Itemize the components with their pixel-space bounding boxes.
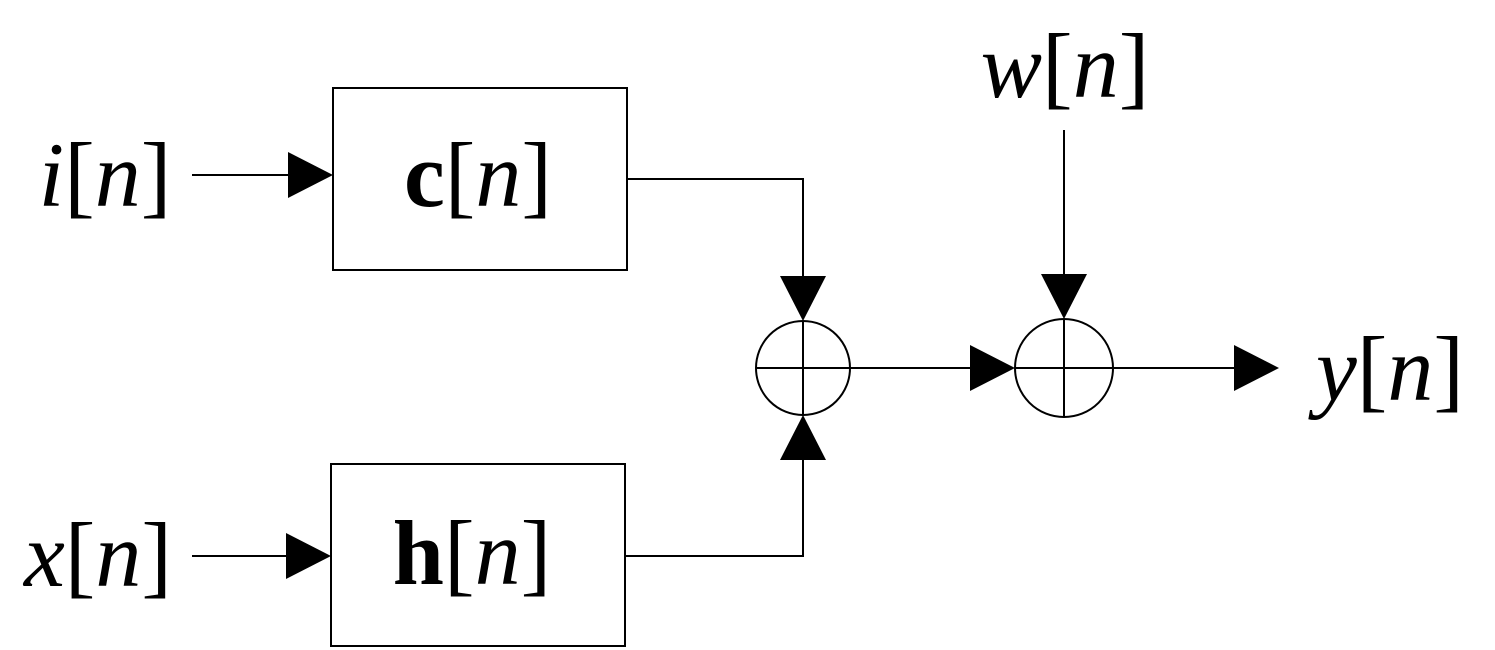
wire-w-to-sum2 [1041, 130, 1087, 319]
wire-c-to-sum1 [627, 178, 826, 321]
c-block [332, 87, 628, 271]
summing-junction-1 [755, 320, 851, 416]
wire-i-to-c [192, 152, 333, 198]
arrow-head [286, 533, 331, 579]
block-label-h: h[n] [393, 502, 551, 604]
arrow-head [780, 276, 826, 321]
wire-sum2-to-y [1113, 345, 1279, 391]
wire-sum1-to-sum2 [850, 345, 1015, 391]
h-block [330, 463, 626, 647]
arrow-head [970, 345, 1015, 391]
summing-junction-2 [1014, 318, 1114, 418]
signal-label-i: i[n] [39, 124, 172, 226]
arrow-head [288, 152, 333, 198]
arrow-head [1041, 274, 1087, 319]
signal-label-x: x[n] [22, 504, 172, 606]
arrow-head [780, 415, 826, 460]
signal-label-w: w[n] [981, 15, 1150, 117]
signal-label-y: y[n] [1308, 318, 1464, 420]
wire-x-to-h [192, 533, 331, 579]
wire-h-to-sum1 [625, 415, 826, 557]
block-label-c: c[n] [404, 124, 552, 226]
arrow-head [1234, 345, 1279, 391]
